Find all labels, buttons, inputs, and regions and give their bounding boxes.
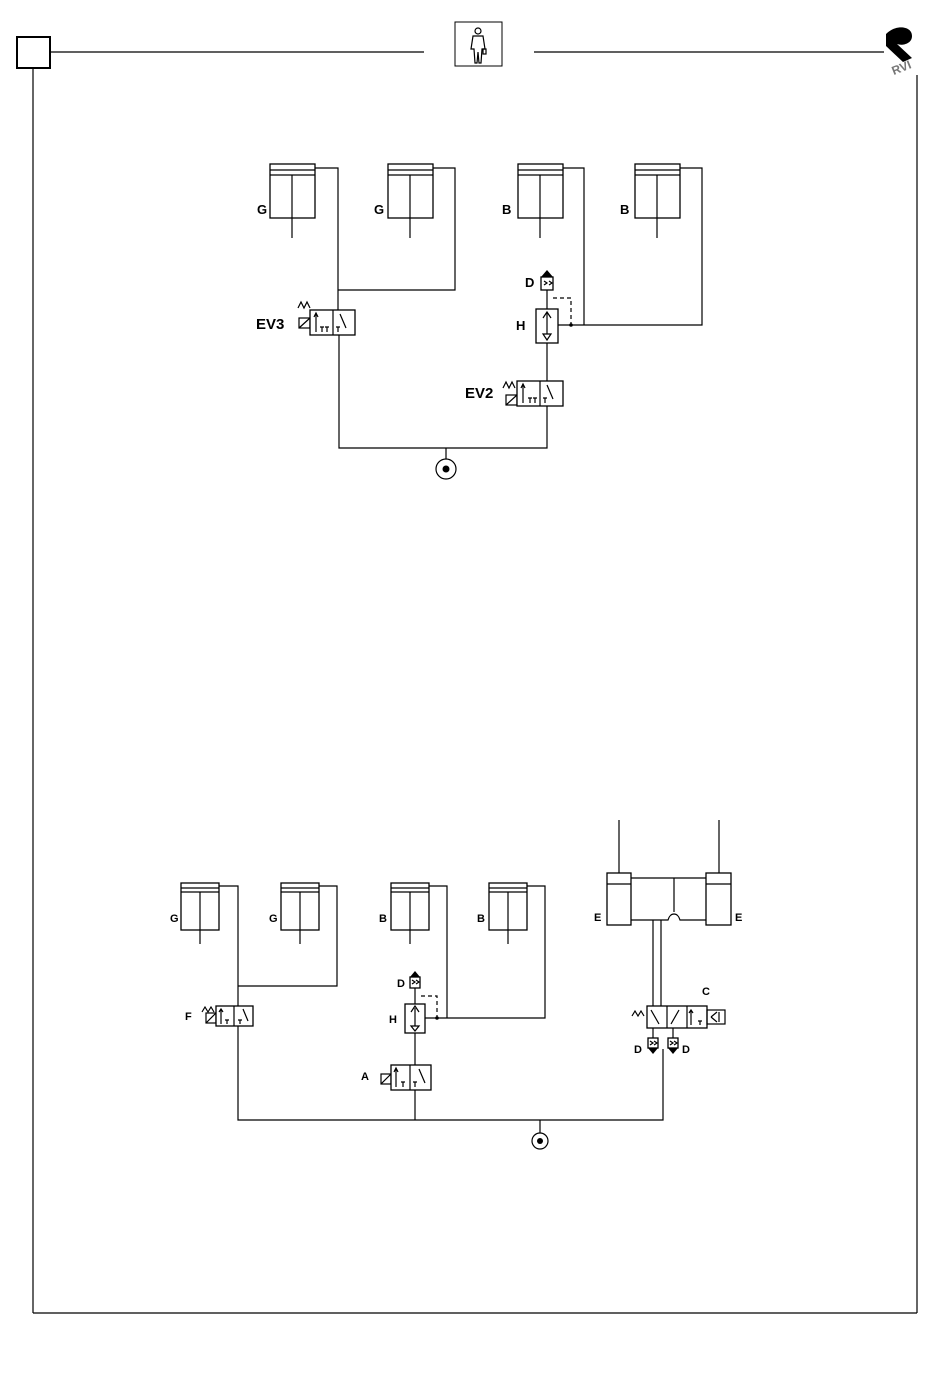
air-supply-icon <box>436 459 456 479</box>
label-relay-valve: H <box>516 318 525 333</box>
label-cylinder-b1: B <box>502 202 511 217</box>
label-silencer: D <box>525 275 534 290</box>
label-cylinder-g2: G <box>269 913 278 925</box>
label-brake-chamber-e2: E <box>735 912 742 924</box>
solenoid-valve-ev3-icon <box>298 302 355 335</box>
svg-text:RVI: RVI <box>890 58 914 78</box>
cylinder-b2 <box>635 164 680 238</box>
label-exhaust-d1: D <box>634 1044 642 1056</box>
label-silencer: D <box>397 978 405 990</box>
label-exhaust-d2: D <box>682 1044 690 1056</box>
cylinder-b1 <box>391 883 429 944</box>
renault-logo: RVI <box>886 27 913 77</box>
exhaust-silencer-icon <box>648 1038 658 1054</box>
cylinder-g2 <box>281 883 319 944</box>
label-valve-c: C <box>702 986 710 998</box>
label-valve-ev2: EV2 <box>465 385 493 402</box>
cylinder-g2 <box>388 164 433 238</box>
cylinder-b1 <box>518 164 563 238</box>
operator-figure-icon <box>455 22 502 66</box>
brake-chamber-e1 <box>607 820 706 925</box>
label-cylinder-g1: G <box>170 913 179 925</box>
label-cylinder-b2: B <box>477 913 485 925</box>
valve-c-icon <box>632 1006 725 1038</box>
label-brake-chamber-e1: E <box>594 912 601 924</box>
label-valve-a: A <box>361 1071 369 1083</box>
label-cylinder-b1: B <box>379 913 387 925</box>
silencer-icon <box>541 270 553 290</box>
valve-f-icon <box>202 1006 253 1026</box>
label-valve-ev3: EV3 <box>256 316 284 333</box>
bottom-diagram: G G B B D H F A E E C D D <box>170 820 742 1149</box>
cylinder-b2 <box>489 883 527 944</box>
cylinder-g1 <box>270 164 315 238</box>
top-diagram: G G B B D H EV3 EV2 <box>256 164 702 479</box>
relay-valve-icon <box>405 1004 425 1033</box>
exhaust-silencer-icon <box>668 1038 678 1054</box>
air-supply-icon <box>532 1133 548 1149</box>
valve-a-icon <box>381 1065 431 1090</box>
cylinder-g1 <box>181 883 219 944</box>
label-cylinder-b2: B <box>620 202 629 217</box>
label-relay-valve: H <box>389 1014 397 1026</box>
label-cylinder-g2: G <box>374 202 384 217</box>
label-cylinder-g1: G <box>257 202 267 217</box>
page-border <box>17 37 917 1313</box>
brake-chamber-e2 <box>706 820 731 925</box>
label-valve-f: F <box>185 1011 192 1023</box>
relay-valve-icon <box>536 309 558 343</box>
silencer-icon <box>410 971 420 988</box>
solenoid-valve-ev2-icon <box>503 381 563 406</box>
